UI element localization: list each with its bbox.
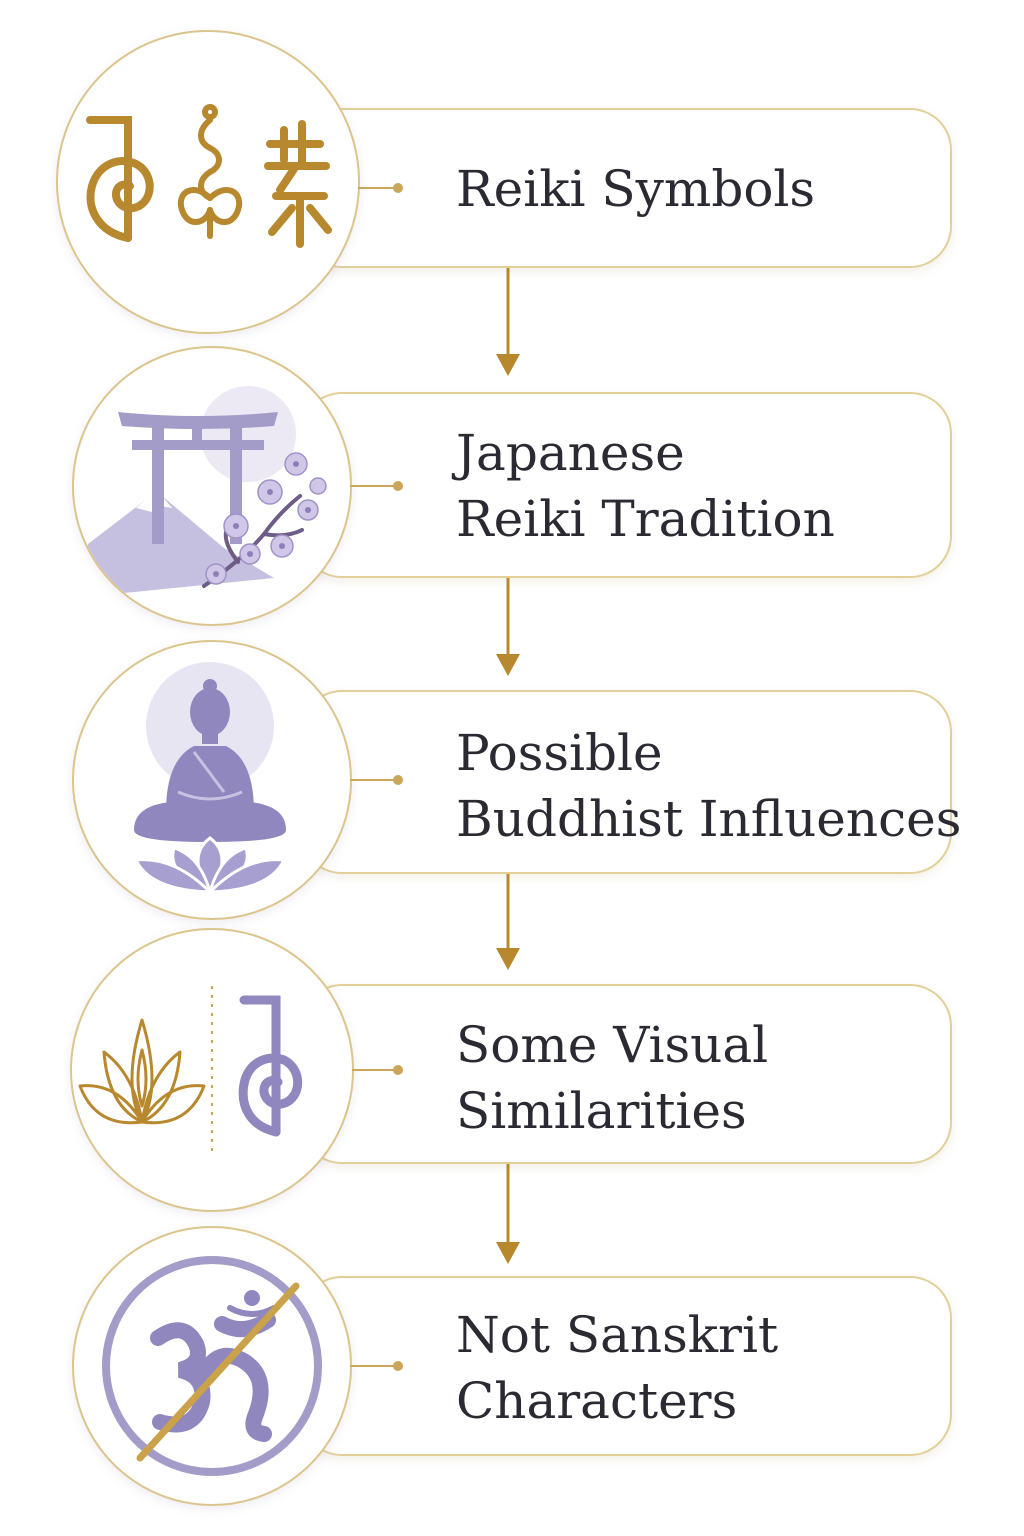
arrow-down-1	[496, 268, 520, 376]
step-circle-2	[72, 346, 352, 626]
step-card-japanese-reiki-tradition	[300, 392, 952, 578]
meditating-buddha-icon	[133, 662, 287, 895]
arrow-down-2	[496, 578, 520, 676]
step-label-line: Some Visual	[456, 1016, 769, 1074]
step-label-2: Japanese Reiki Tradition	[456, 420, 936, 552]
step-label-line: Not Sanskrit	[456, 1306, 779, 1364]
step-circle-1	[56, 30, 360, 334]
crossed-out-om-icon	[102, 1256, 322, 1476]
step-label-line: Buddhist Influences	[456, 790, 962, 848]
step-label-5: Not Sanskrit Characters	[456, 1302, 936, 1434]
step-label-line: Characters	[456, 1372, 738, 1430]
connector-4	[352, 1065, 403, 1075]
connector-2	[350, 481, 403, 491]
step-label-line: Similarities	[456, 1082, 747, 1140]
step-card-possible-buddhist-influences	[300, 690, 952, 874]
step-circle-3	[72, 640, 352, 920]
step-card-reiki-symbols	[300, 108, 952, 268]
connector-1	[358, 183, 403, 193]
step-label-line: Reiki Symbols	[456, 160, 816, 218]
lotus-and-cho-ku-rei-icon	[78, 986, 303, 1152]
arrow-down-4	[496, 1164, 520, 1264]
step-label-line: Possible	[456, 724, 663, 782]
arrow-down-3	[496, 874, 520, 970]
step-label-1: Reiki Symbols	[456, 156, 936, 222]
step-circle-4	[70, 928, 354, 1212]
connector-3	[350, 775, 403, 785]
step-circle-5	[72, 1226, 352, 1506]
step-label-line: Japanese	[456, 424, 685, 482]
step-card-not-sanskrit-characters	[300, 1276, 952, 1456]
step-label-4: Some Visual Similarities	[456, 1012, 936, 1144]
step-label-line: Reiki Tradition	[456, 490, 835, 548]
connector-5	[350, 1361, 403, 1371]
reiki-symbols-icon	[86, 104, 332, 248]
step-card-some-visual-similarities	[300, 984, 952, 1164]
torii-gate-mountain-blossom-icon	[74, 386, 327, 598]
step-label-3: Possible Buddhist Influences	[456, 720, 962, 852]
